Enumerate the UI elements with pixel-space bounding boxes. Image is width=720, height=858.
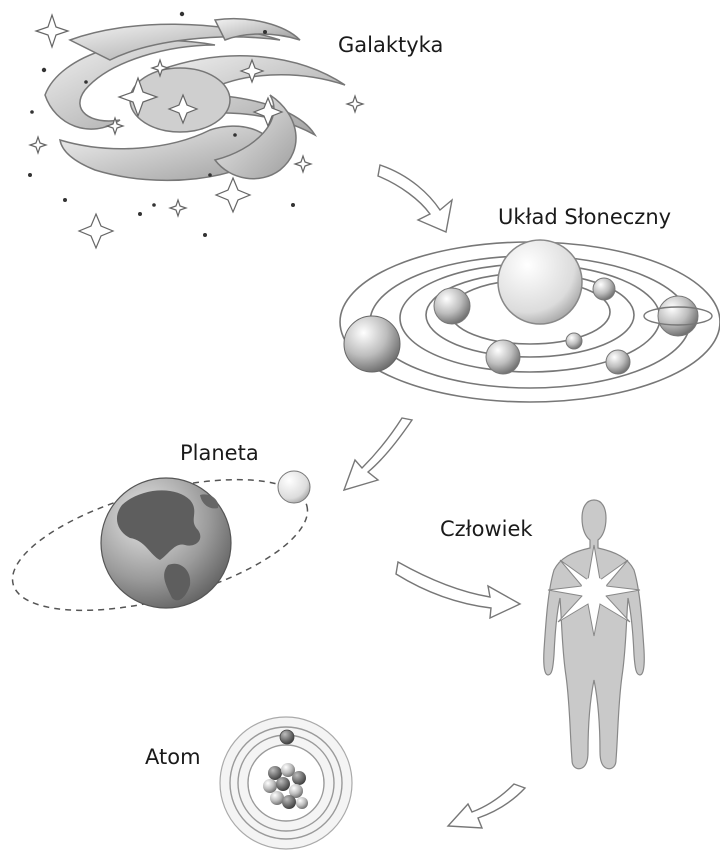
planet-icon	[593, 278, 615, 300]
planet-label: Planeta	[180, 441, 259, 465]
planet-icon	[566, 333, 582, 349]
arrow-icon	[344, 418, 412, 490]
galaxy-icon	[28, 12, 363, 248]
atom-label: Atom	[145, 745, 201, 769]
solar-system-label: Układ Słoneczny	[498, 205, 671, 229]
planet-icon	[486, 340, 520, 374]
planet-icon	[344, 316, 400, 372]
galaxy-label: Galaktyka	[338, 33, 443, 57]
arrow-icon	[448, 784, 525, 828]
moon-icon	[278, 471, 310, 503]
planet-icon	[434, 288, 470, 324]
human-figure-icon	[544, 500, 645, 769]
earth-icon	[0, 453, 321, 636]
human-label: Człowiek	[440, 517, 533, 541]
solar-system-icon	[340, 240, 720, 402]
planet-icon	[606, 350, 630, 374]
sun-icon	[498, 240, 582, 324]
electron-icon	[280, 730, 294, 744]
arrow-icon	[396, 562, 520, 618]
arrow-icon	[378, 165, 452, 232]
atom-icon	[220, 717, 352, 849]
